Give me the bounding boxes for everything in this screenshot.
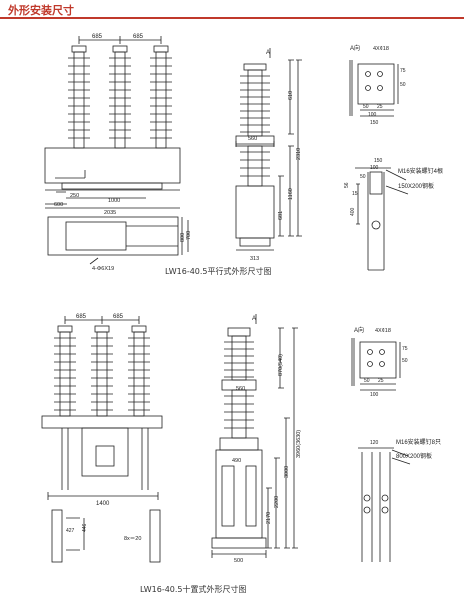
mechanism-cabinet <box>81 427 129 477</box>
pole-2-bottom <box>91 325 113 417</box>
plan-dimlines <box>181 217 189 255</box>
front-view-poles-bottom <box>54 325 150 417</box>
slot-label-bottom: 8x＝20 <box>124 536 141 542</box>
dim-side-870-bottom: 870(540) <box>278 354 284 376</box>
frame-beam <box>41 415 163 429</box>
pole-1-bottom <box>54 325 76 417</box>
cabinet-window <box>95 445 115 467</box>
bottom-figure-caption: LW16-40.5十置式外形尺寸图 <box>140 585 247 594</box>
foot-dimlines <box>66 517 85 551</box>
dim-side-610: 610 <box>288 91 294 100</box>
dim-pole-spacing-2: 685 <box>133 34 144 40</box>
dim-side-681: 681 <box>278 211 284 220</box>
bracket-drawing <box>355 167 409 271</box>
detail-a-holes: 4X¢18 <box>373 46 389 52</box>
detail-a-dim-75-bottom: 75 <box>402 346 408 352</box>
dim-600: 600 <box>54 202 63 208</box>
pole-spacing-dimline <box>78 36 162 44</box>
detail-a-dim-100a: 100 <box>368 112 377 118</box>
bracket-dim-120-bottom: 120 <box>370 440 379 446</box>
mechanism-base <box>61 182 163 190</box>
detail-a-dim-100-bottom: 100 <box>370 392 379 398</box>
dim-446: 446 <box>82 523 88 532</box>
bracket-plate-label: 150X200钢板 <box>398 182 434 190</box>
dim-side-2200-bottom: 2200 <box>274 496 280 508</box>
dim-side-1160: 1160 <box>288 188 294 200</box>
dim-pole-spacing-1-bottom: 685 <box>76 314 87 320</box>
dim-side-490-bottom: 490 <box>232 458 241 464</box>
side-view: A <box>235 48 302 251</box>
pole-3 <box>150 45 172 149</box>
dim-2035: 2035 <box>104 210 116 216</box>
dim-700: 700 <box>186 231 192 240</box>
bracket-dim-15: 15 <box>352 191 358 197</box>
top-figure-caption: LW16-40.5平行式外形尺寸图 <box>165 267 272 276</box>
dim-1400: 1400 <box>96 501 110 507</box>
dim-1000: 1000 <box>108 198 120 204</box>
dim-side-2170-bottom: 2170 <box>266 512 272 524</box>
top-drawing: 685 685 250 1000 600 2035 800 700 4-Φ6X1… <box>0 20 464 285</box>
detail-a-dim-50b-bottom: 50 <box>364 378 370 384</box>
detail-a-title-bottom: A向 <box>354 326 364 334</box>
bracket-drawing-bottom <box>358 447 411 562</box>
bracket-plate-label-bottom: 800X200钢板 <box>396 452 432 460</box>
foot-left <box>51 509 63 563</box>
plan-view-inner <box>65 221 127 251</box>
dim-side-313: 313 <box>250 256 259 262</box>
dim-427: 427 <box>66 528 75 534</box>
mechanism-detail <box>55 170 86 179</box>
detail-a-holes-bottom: 4X¢18 <box>375 328 391 334</box>
page-header: 外形安装尺寸 <box>0 0 464 20</box>
slot-label: 4-Φ6X19 <box>92 266 114 272</box>
plan-view-frame <box>47 216 179 256</box>
foot-right <box>149 509 161 563</box>
bracket-dim-150: 150 <box>374 158 383 164</box>
dim-250: 250 <box>70 193 79 199</box>
detail-a-dim-50-bottom: 50 <box>402 358 408 364</box>
dim-side-560-bottom: 560 <box>236 386 245 392</box>
bracket-dim-56: 56 <box>344 182 350 188</box>
dim-side-500-bottom: 500 <box>234 558 243 564</box>
detail-a-title: A向 <box>350 44 360 52</box>
detail-a-dim-50: 50 <box>400 82 406 88</box>
side-view-bottom: A <box>211 314 298 558</box>
bottom-drawing: 685 685 1400 427 446 8x＝20 A 560 490 500… <box>0 298 464 600</box>
frame-legs <box>61 428 149 490</box>
base-dimlines <box>45 191 180 209</box>
dim-side-3960-bottom: 3960(3630) <box>296 430 302 458</box>
slot-leader <box>89 257 99 265</box>
detail-a-drawing <box>349 60 399 117</box>
pole-3-bottom <box>128 325 150 417</box>
dim-side-560: 560 <box>248 136 257 142</box>
detail-a-dim-150: 150 <box>370 120 379 126</box>
dim-pole-spacing-2-bottom: 685 <box>113 314 124 320</box>
front-view-poles <box>68 45 172 149</box>
pole-spacing-dimline-bottom <box>64 316 140 324</box>
section-a-mark-bottom: A <box>252 316 256 322</box>
header-rule <box>0 17 464 19</box>
bracket-dim-400: 400 <box>350 207 356 216</box>
dim-side-3000-bottom: 3000 <box>284 466 290 478</box>
top-drawing-svg: 685 685 250 1000 600 2035 800 700 4-Φ6X1… <box>44 34 443 272</box>
base-dimline-bottom <box>47 492 159 500</box>
section-a-mark: A <box>266 50 270 56</box>
bracket-bolt-label: M16安装螺钉4根 <box>398 167 443 175</box>
detail-a-dim-25-bottom: 25 <box>378 378 384 384</box>
detail-a-dim-25: 25 <box>377 104 383 110</box>
page-title: 外形安装尺寸 <box>8 4 74 17</box>
dim-pole-spacing-1: 685 <box>92 34 103 40</box>
pole-1 <box>68 45 90 149</box>
pole-2 <box>109 45 131 149</box>
detail-a-dim-75: 75 <box>400 68 406 74</box>
bracket-dim-100: 100 <box>370 165 379 171</box>
detail-a-dim-50b: 50 <box>363 104 369 110</box>
bracket-bolt-label-bottom: M16安装螺钉8只 <box>396 438 441 446</box>
bottom-drawing-svg: 685 685 1400 427 446 8x＝20 A 560 490 500… <box>41 314 441 564</box>
bracket-dim-50: 50 <box>360 174 366 180</box>
dim-800: 800 <box>180 233 186 242</box>
plan-view-rails <box>126 225 178 247</box>
detail-a-drawing-bottom <box>351 338 401 391</box>
dim-side-2310: 2310 <box>296 148 302 160</box>
